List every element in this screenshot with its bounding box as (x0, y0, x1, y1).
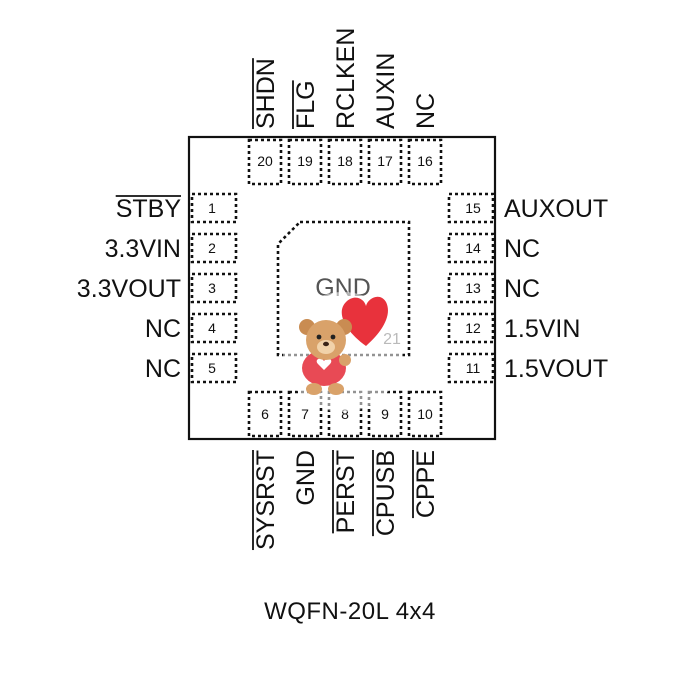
pin-label: STBY (116, 195, 182, 223)
pin-label: SHDN (252, 58, 280, 129)
pin-label: AUXIN (372, 53, 400, 129)
heart-icon (341, 296, 388, 346)
pin-pad (407, 138, 443, 186)
pin-label: NC (504, 235, 540, 263)
pin-number: 19 (297, 153, 313, 169)
pin-label: 3.3VOUT (77, 275, 181, 303)
pin-pad (367, 138, 403, 186)
pin-label: FLG (292, 80, 320, 129)
pin-label: NC (504, 275, 540, 303)
pin-number: 10 (417, 406, 433, 422)
pin-number: 8 (341, 406, 349, 422)
pin-number: 2 (208, 240, 216, 256)
pin-label: NC (145, 355, 181, 383)
pin-number: 15 (465, 200, 481, 216)
pin-pad (327, 138, 363, 186)
pin-pad (327, 390, 363, 438)
package-caption: WQFN-20L 4x4 (264, 598, 436, 625)
pin-number: 5 (208, 360, 216, 376)
pin-label: GND (292, 450, 320, 506)
pin-label: 1.5VOUT (504, 355, 608, 383)
pin-number: 14 (465, 240, 481, 256)
pin-pad (367, 390, 403, 438)
pin-number: 12 (465, 320, 481, 336)
pin-number: 13 (465, 280, 481, 296)
pin-label: 1.5VIN (504, 315, 580, 343)
pin-number: 9 (381, 406, 389, 422)
pin-number: 6 (261, 406, 269, 422)
pin-label: CPUSB (372, 450, 400, 536)
pin-pad (247, 390, 283, 438)
pin-label: RCLKEN (332, 28, 360, 129)
pin-number: 3 (208, 280, 216, 296)
pin-label: 3.3VIN (105, 235, 181, 263)
pin-pad (287, 390, 323, 438)
pin-label: NC (145, 315, 181, 343)
pin-label: PERST (332, 450, 360, 533)
pin-pad (287, 138, 323, 186)
pin-number: 1 (208, 200, 216, 216)
package-outline (187, 135, 497, 441)
pin-number: 16 (417, 153, 433, 169)
pin-label: SYSRST (252, 450, 280, 550)
pin-label: CPPE (412, 450, 440, 518)
pin-number: 17 (377, 153, 393, 169)
pin-pad (247, 138, 283, 186)
pin-label: AUXOUT (504, 195, 608, 223)
pin-number: 4 (208, 320, 216, 336)
pin-number: 20 (257, 153, 273, 169)
pin-number: 11 (466, 360, 481, 376)
pin-pad (407, 390, 443, 438)
pin-label: NC (412, 93, 440, 129)
teddy-bear-icon (283, 292, 403, 412)
pin-number: 7 (301, 406, 309, 422)
pin-number: 18 (337, 153, 353, 169)
